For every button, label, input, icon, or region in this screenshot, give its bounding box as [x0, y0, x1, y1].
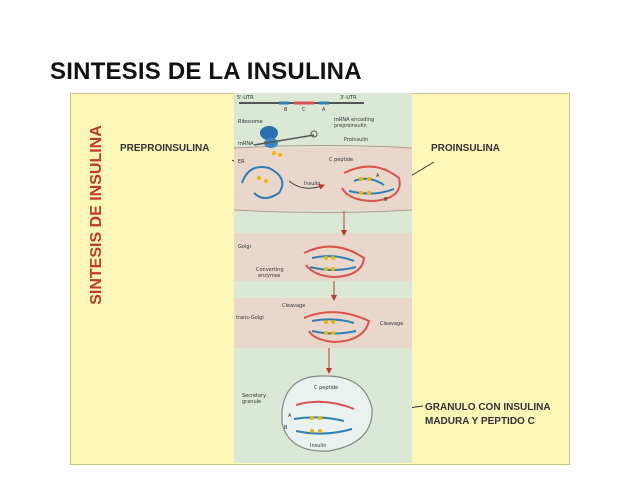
granule-insulin-b	[295, 428, 353, 435]
label-granule-insulin: Insulin	[310, 443, 326, 449]
proinsulin-c-loop	[341, 165, 401, 203]
label-granulo-line2: MADURA Y PEPTIDO C	[425, 416, 535, 427]
proinsulin-b-chain	[348, 188, 395, 195]
label-er: ER	[238, 159, 245, 165]
label-mrna: mRNA	[238, 141, 254, 147]
label-cleavage-left: Cleavage	[282, 303, 305, 309]
label-proinsulina: PROINSULINA	[431, 143, 500, 154]
label-golgi: Golgi	[238, 244, 251, 250]
label-granule-b: B	[284, 425, 288, 431]
label-3utr: 3'-UTR	[340, 95, 357, 101]
label-ribosome: Ribosome	[238, 119, 263, 125]
label-trans-golgi: trans-Golgi	[236, 315, 264, 321]
slide-title: SINTESIS DE LA INSULINA	[50, 58, 362, 85]
ribosome-small	[264, 138, 278, 148]
granule-c-peptide	[295, 400, 355, 410]
label-cleavage-right: Cleavage	[380, 321, 403, 327]
label-5utr: 5'-UTR	[237, 95, 254, 101]
label-granulo-line1: GRANULO CON INSULINA	[425, 402, 551, 413]
label-mrna-encoding-2: preproinsulin	[334, 123, 367, 129]
label-secretory-1: Secretory	[242, 393, 266, 399]
mrna-thread	[253, 134, 315, 146]
label-c-peptide-granule: C peptide	[314, 385, 338, 391]
label-seg-a: A	[322, 107, 326, 113]
label-seg-b: B	[284, 107, 288, 113]
label-seg-c: C	[302, 107, 306, 113]
label-granule-a: A	[288, 413, 292, 419]
trans-golgi-proinsulin	[303, 311, 371, 344]
label-converting-1: Converting	[256, 267, 284, 273]
label-chain-b: B	[384, 197, 388, 203]
mrna-end	[310, 130, 318, 138]
label-preproinsulina: PREPROINSULINA	[120, 143, 210, 154]
label-secretory-2: granule	[242, 399, 261, 405]
er-chain	[241, 166, 284, 199]
label-c-peptide: C peptide	[329, 157, 353, 163]
golgi-proinsulin	[303, 245, 366, 279]
label-chain-a: A	[376, 173, 380, 179]
label-insulin-er: Insulin	[304, 181, 320, 187]
ribosome-large	[260, 126, 278, 140]
label-converting-2: enzymes	[258, 273, 281, 279]
insulin-synthesis-diagram: 5'-UTR 3'-UTR B C A Ribosome mRNA encodi…	[234, 93, 412, 463]
label-proinsulin: Proinsulin	[344, 137, 368, 143]
label-mrna-encoding-1: mRNA encoding	[334, 117, 374, 123]
